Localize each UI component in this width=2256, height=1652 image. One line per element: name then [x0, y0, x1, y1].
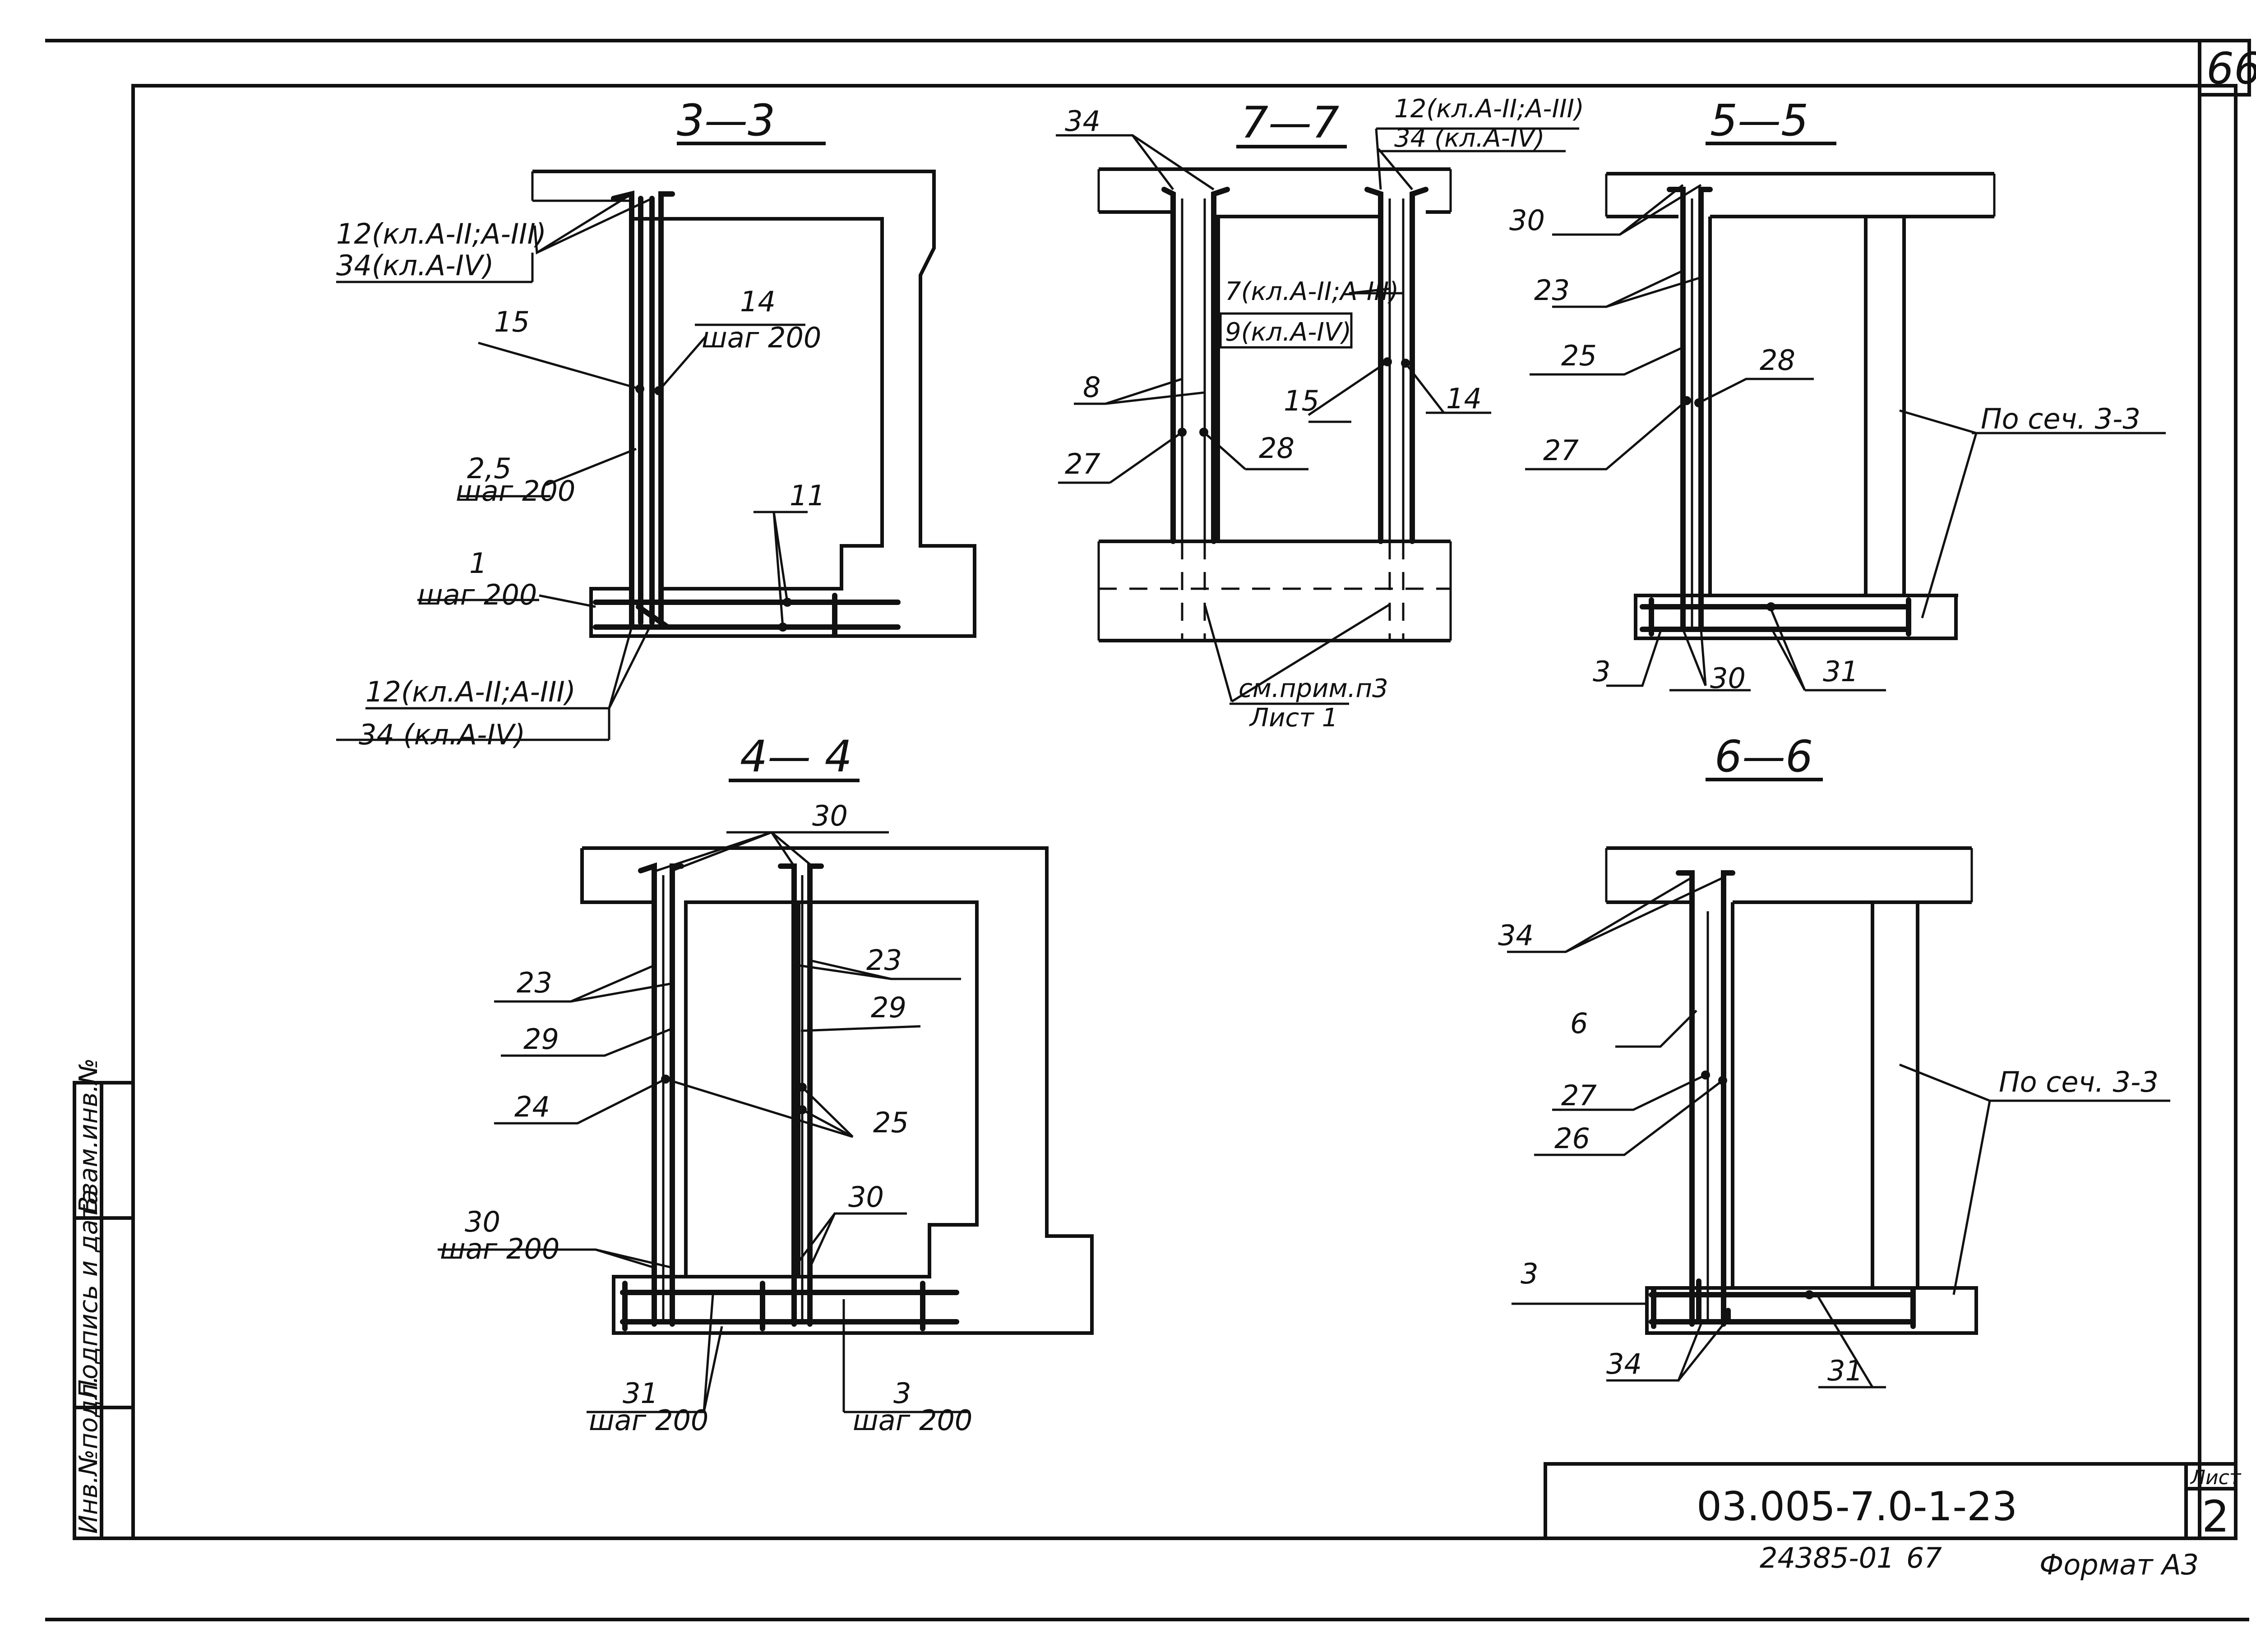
label-2-5: 2,5	[467, 452, 512, 485]
sheet-label: Лист	[2190, 1466, 2242, 1489]
label-29-left: 29	[523, 1023, 559, 1056]
section-4-4: 4— 4	[438, 731, 1094, 1437]
section-4-4-title: 4— 4	[740, 731, 852, 782]
label-15: 15	[494, 305, 530, 338]
label-9-a4: 9(кл.А-IV)	[1225, 318, 1351, 347]
label-11: 11	[790, 479, 825, 512]
label-3: 3	[1521, 1257, 1538, 1290]
label-30-right: 30	[848, 1181, 884, 1214]
label-12-a2-a3-bottom: 12(кл.А-II;А-III)	[365, 675, 576, 708]
label-30-left-step: шаг 200	[440, 1232, 559, 1265]
label-14: 14	[1446, 382, 1482, 415]
label-7-a2-a3: 7(кл.А-II;А-III)	[1225, 277, 1399, 306]
label-see-section-3-3: По сеч. 3-3	[1999, 1066, 2159, 1098]
section-7-7: 7—7	[1056, 94, 1584, 733]
label-30-bottom: 30	[1710, 662, 1746, 695]
label-27: 27	[1065, 448, 1100, 480]
label-23-left: 23	[517, 966, 552, 999]
label-26: 26	[1554, 1122, 1590, 1155]
section-5-5-title: 5—5	[1710, 95, 1808, 146]
label-sheet-1: Лист 1	[1249, 703, 1338, 733]
label-34-a4-top: 34(кл.А-IV)	[336, 249, 494, 282]
label-8: 8	[1083, 371, 1100, 404]
section-6-6: 6—6	[1498, 731, 2170, 1389]
label-15: 15	[1284, 384, 1319, 417]
label-34-top: 34	[1498, 919, 1534, 952]
label-3-step: шаг 200	[853, 1404, 972, 1437]
label-29-right: 29	[871, 991, 906, 1024]
label-28: 28	[1259, 432, 1294, 465]
stamp-inv-label: Инв.№подл.	[74, 1375, 103, 1534]
label-12-a2-a3-top: 12(кл.А-II;А-III)	[336, 217, 546, 250]
label-30-left: 30	[465, 1205, 500, 1238]
section-5-5: 5—5	[1509, 95, 2166, 695]
stamp-signature-label: Подпись и дата	[74, 1189, 103, 1398]
format-label: Формат А3	[2039, 1548, 2199, 1581]
label-34-a4-bottom: 34 (кл.А-IV)	[359, 718, 525, 751]
label-27: 27	[1543, 434, 1579, 467]
label-23-right: 23	[866, 944, 902, 977]
drawing-frame	[131, 84, 2238, 1540]
label-30-top: 30	[1509, 204, 1545, 237]
label-see-note: см.прим.п3	[1239, 674, 1388, 703]
section-3-3-title: 3—3	[677, 95, 775, 146]
label-23: 23	[1534, 274, 1570, 307]
stamp-replace-label: Взам.инв.№	[74, 1058, 103, 1214]
left-stamp: Инв.№подл. Подпись и дата Взам.инв.№	[73, 1058, 135, 1540]
label-25: 25	[873, 1106, 909, 1139]
label-6: 6	[1570, 1007, 1588, 1040]
corner-number: 66	[2206, 43, 2256, 94]
label-14-step: шаг 200	[702, 321, 821, 354]
label-3: 3	[893, 1377, 911, 1410]
label-2-5-step: шаг 200	[456, 475, 575, 508]
label-12-a2-a3: 12(кл.А-II;А-III)	[1394, 94, 1584, 124]
label-27: 27	[1561, 1079, 1597, 1112]
label-28: 28	[1760, 344, 1795, 377]
label-31: 31	[1827, 1354, 1863, 1387]
label-1: 1	[469, 547, 487, 580]
label-30-top: 30	[812, 799, 848, 832]
label-24: 24	[514, 1090, 550, 1123]
section-7-7-title: 7—7	[1241, 97, 1339, 148]
label-34-a4: 34 (кл.А-IV)	[1394, 124, 1545, 153]
label-1-step: шаг 200	[417, 578, 537, 611]
label-14: 14	[740, 285, 776, 318]
footer-code: 24385-01	[1760, 1541, 1895, 1574]
doc-code: 03.005-7.0-1-23	[1697, 1483, 2017, 1530]
sheet-number: 2	[2202, 1491, 2229, 1542]
title-block: 03.005-7.0-1-23 Лист 2 24385-01 67 Форма…	[1544, 1462, 2242, 1581]
label-25: 25	[1561, 339, 1597, 372]
label-31: 31	[623, 1377, 658, 1410]
section-3-3: 3—3	[336, 95, 976, 751]
footer-num: 67	[1906, 1541, 1942, 1574]
label-31: 31	[1823, 655, 1858, 688]
label-3: 3	[1593, 655, 1610, 688]
label-34: 34	[1065, 105, 1100, 138]
label-31-step: шаг 200	[589, 1404, 708, 1437]
label-34-bottom: 34	[1606, 1347, 1642, 1380]
label-see-section-3-3: По сеч. 3-3	[1981, 402, 2140, 435]
section-6-6-title: 6—6	[1715, 731, 1813, 782]
